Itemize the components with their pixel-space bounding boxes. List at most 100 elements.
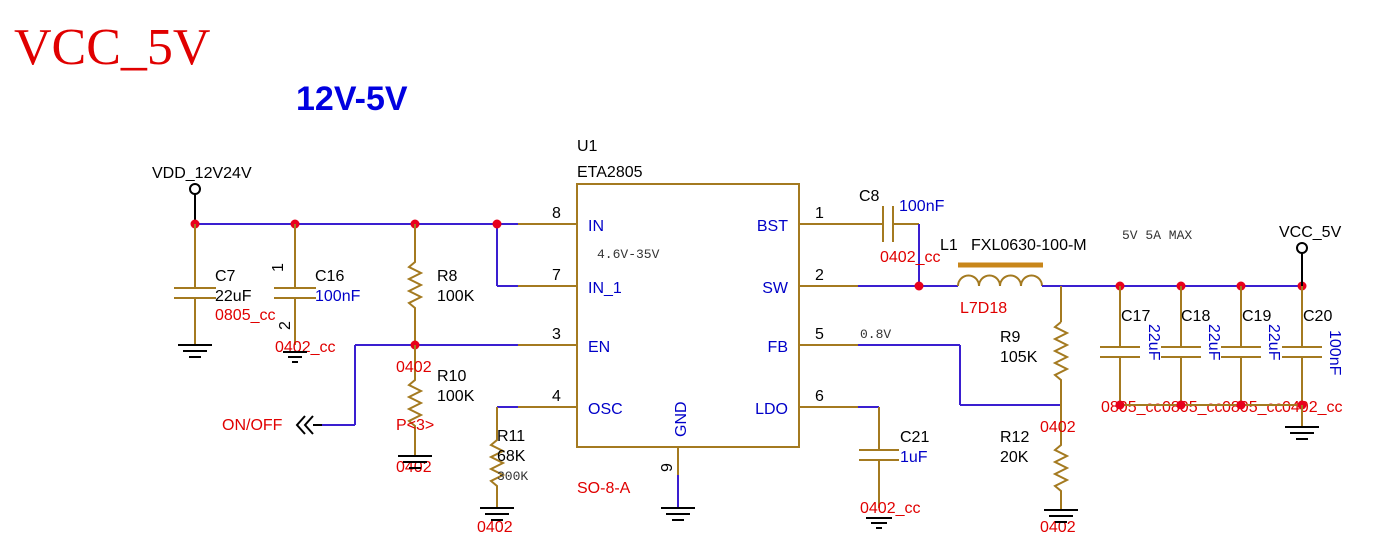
output-note: 5V 5A MAX — [1122, 228, 1192, 243]
svg-text:C7: C7 — [215, 268, 236, 285]
svg-text:20K: 20K — [1000, 449, 1029, 466]
svg-text:OSC: OSC — [588, 401, 623, 418]
fb-net: 0.8V — [858, 327, 1061, 406]
sheet-subtitle: 12V-5V — [296, 80, 408, 118]
inductor-l1: L1 FXL0630-100-M L7D18 — [940, 237, 1087, 317]
vout-net-label: VCC_5V — [1279, 224, 1342, 241]
svg-text:R11: R11 — [497, 428, 525, 445]
onoff-port-icon — [295, 415, 322, 435]
svg-text:U1: U1 — [577, 138, 598, 155]
svg-text:EN: EN — [588, 339, 610, 356]
svg-text:5: 5 — [815, 326, 824, 343]
svg-text:0402: 0402 — [1040, 519, 1076, 536]
sheet-title: VCC_5V — [14, 19, 210, 76]
vin-net: VDD_12V24V — [152, 165, 518, 287]
svg-text:SW: SW — [762, 280, 789, 297]
svg-text:1: 1 — [815, 205, 824, 222]
svg-text:IN: IN — [588, 218, 604, 235]
svg-text:FB: FB — [768, 339, 788, 356]
ground-icon — [398, 455, 432, 469]
capacitor-c16: 1 2 C16 100nF 0402_cc — [270, 224, 361, 363]
svg-text:9: 9 — [659, 463, 676, 472]
output-ground-bus — [1115, 400, 1319, 440]
svg-text:C20: C20 — [1303, 308, 1332, 325]
ground-icon — [1044, 509, 1078, 523]
svg-text:100K: 100K — [437, 388, 475, 405]
ground-icon — [480, 507, 514, 521]
capacitor-c21: C21 1uF 0402_cc — [858, 406, 929, 529]
svg-text:100nF: 100nF — [1326, 330, 1343, 376]
capacitor-c19: C19 22uF 0805_cc — [1221, 286, 1283, 416]
svg-text:C21: C21 — [900, 429, 929, 446]
capacitor-c8: C8 100nF 0402_cc — [858, 188, 945, 286]
svg-text:R10: R10 — [437, 368, 466, 385]
resistor-r12: 0402 R12 20K 0402 — [1000, 405, 1078, 536]
svg-text:0805_cc: 0805_cc — [1101, 399, 1162, 416]
svg-text:8: 8 — [552, 205, 561, 222]
svg-text:0805_cc: 0805_cc — [215, 307, 276, 324]
vin-port-icon — [189, 183, 201, 195]
svg-text:7: 7 — [552, 267, 561, 284]
capacitor-c18: C18 22uF 0805_cc — [1161, 286, 1223, 416]
resistor-r11: R11 68K 300K 0402 — [477, 406, 528, 536]
svg-text:6: 6 — [815, 388, 824, 405]
svg-text:C19: C19 — [1242, 308, 1271, 325]
svg-text:ETA2805: ETA2805 — [577, 164, 643, 181]
svg-text:0402_cc: 0402_cc — [275, 339, 336, 356]
svg-text:22uF: 22uF — [1145, 324, 1162, 361]
onoff-label: ON/OFF — [222, 417, 283, 434]
svg-text:100nF: 100nF — [315, 288, 361, 305]
ground-icon — [1285, 426, 1319, 440]
svg-text:22uF: 22uF — [215, 288, 252, 305]
svg-text:105K: 105K — [1000, 349, 1038, 366]
ground-icon — [661, 507, 695, 521]
svg-text:22uF: 22uF — [1205, 324, 1222, 361]
svg-text:IN_1: IN_1 — [588, 280, 622, 297]
svg-text:P<3>: P<3> — [396, 417, 434, 434]
svg-text:L7D18: L7D18 — [960, 300, 1007, 317]
svg-text:C8: C8 — [859, 188, 880, 205]
ground-icon — [283, 351, 307, 363]
svg-text:2: 2 — [815, 267, 824, 284]
svg-text:22uF: 22uF — [1265, 324, 1282, 361]
svg-text:1uF: 1uF — [900, 449, 928, 466]
svg-text:LDO: LDO — [755, 401, 788, 418]
ground-icon — [866, 517, 892, 529]
resistor-r8: R8 100K — [406, 224, 475, 345]
ic-body — [576, 183, 800, 448]
svg-text:R9: R9 — [1000, 329, 1021, 346]
capacitor-c17: C17 22uF 0805_cc — [1100, 286, 1162, 416]
fb-voltage-label: 0.8V — [860, 327, 891, 342]
svg-text:C16: C16 — [315, 268, 344, 285]
svg-text:4: 4 — [552, 388, 561, 405]
svg-text:GND: GND — [673, 401, 690, 437]
vout-port-icon — [1296, 242, 1308, 254]
svg-text:0402: 0402 — [396, 359, 432, 376]
resistor-r9: R9 105K — [1000, 321, 1070, 405]
svg-text:0805_cc: 0805_cc — [1222, 399, 1283, 416]
svg-text:FXL0630-100-M: FXL0630-100-M — [971, 237, 1087, 254]
svg-text:0805_cc: 0805_cc — [1162, 399, 1223, 416]
capacitor-c7: C7 22uF 0805_cc — [174, 224, 276, 358]
en-net: ON/OFF — [222, 340, 518, 435]
svg-text:SO-8-A: SO-8-A — [577, 480, 631, 497]
svg-text:0402_cc: 0402_cc — [860, 500, 921, 517]
svg-text:BST: BST — [757, 218, 788, 235]
sw-net — [858, 281, 958, 291]
capacitor-c20: C20 100nF 0402_cc — [1282, 286, 1343, 416]
svg-text:R12: R12 — [1000, 429, 1029, 446]
vout-net: VCC_5V 5V 5A MAX — [1042, 224, 1342, 322]
resistor-r10: 0402 R10 100K P<3> 0402 — [396, 345, 475, 476]
svg-text:68K: 68K — [497, 448, 526, 465]
svg-text:0402_cc: 0402_cc — [1282, 399, 1343, 416]
svg-text:L1: L1 — [940, 237, 958, 254]
svg-text:0402: 0402 — [1040, 419, 1076, 436]
svg-text:4.6V-35V: 4.6V-35V — [597, 247, 660, 262]
svg-text:0402_cc: 0402_cc — [880, 249, 941, 266]
vin-net-label: VDD_12V24V — [152, 165, 252, 182]
svg-text:3: 3 — [552, 326, 561, 343]
svg-text:100nF: 100nF — [899, 198, 945, 215]
svg-text:1: 1 — [270, 263, 287, 272]
ic-u1: U1 ETA2805 4.6V-35V SO-8-A 8 7 3 4 IN IN… — [518, 138, 858, 521]
